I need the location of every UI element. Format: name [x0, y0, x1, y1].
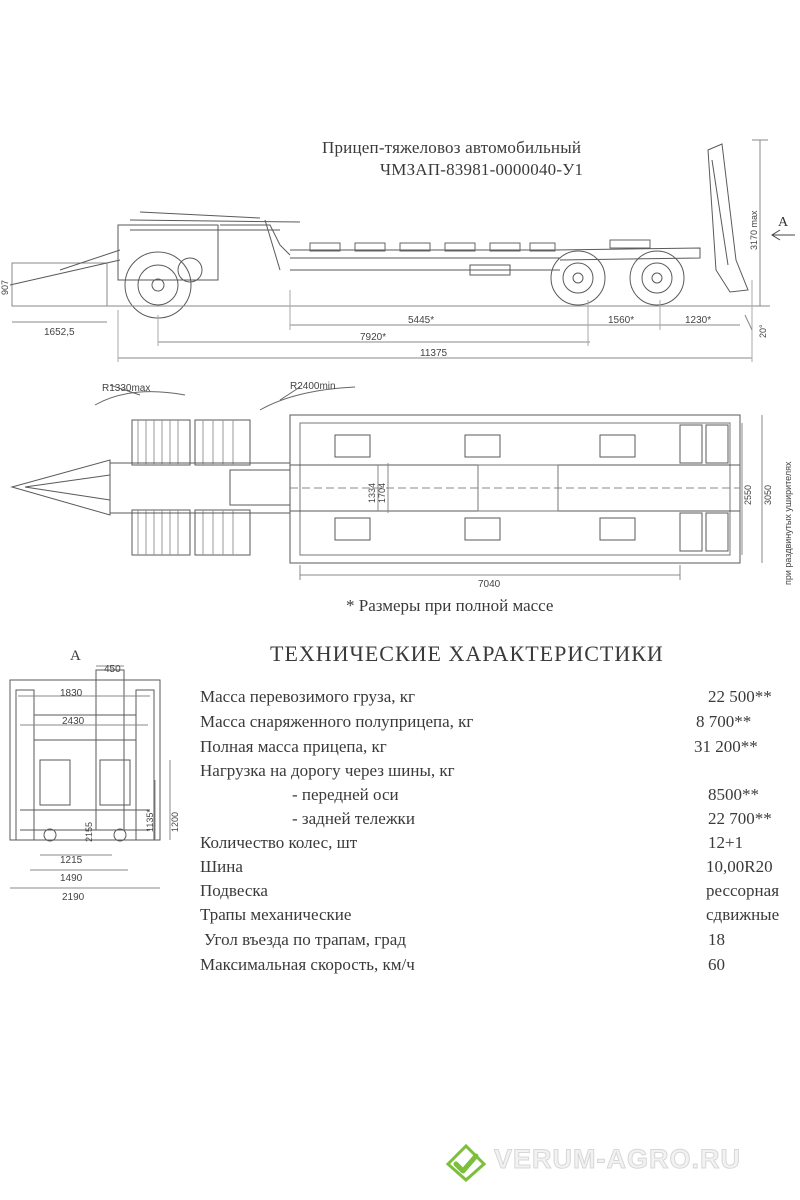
- spec-row: Количество колес, шт 12+1: [200, 833, 790, 857]
- spec-label: Шина: [200, 857, 243, 876]
- dim-note-vertical: при раздвинутых уширителях: [783, 461, 793, 585]
- dim-3050: 3050: [763, 485, 773, 505]
- side-view-drawing: 1652,5 5445* 1560* 1230* 7920* 11375 317…: [0, 130, 800, 375]
- spec-value: 60: [708, 955, 725, 974]
- rear-dim-2155: 2155: [84, 822, 94, 842]
- footnote-dimensions: * Размеры при полной массе: [346, 596, 554, 615]
- spec-row: Масса снаряженного полуприцепа, кг 8 700…: [200, 712, 790, 736]
- dim-r1330: R1330max: [102, 383, 150, 394]
- dim-1704: 1704: [377, 483, 387, 503]
- spec-row: Максимальная скорость, км/ч 60: [200, 955, 790, 979]
- rear-view-mark: А: [70, 648, 81, 664]
- rear-dim-1830: 1830: [60, 688, 83, 699]
- spec-value: 22 700**: [708, 809, 772, 828]
- spec-label: Масса снаряженного полуприцепа, кг: [200, 712, 474, 731]
- spec-value: 18: [708, 930, 725, 949]
- spec-label: Угол въезда по трапам, град: [204, 930, 406, 949]
- dim-7920: 7920*: [360, 332, 386, 343]
- rear-dim-450: 450: [104, 664, 121, 675]
- view-mark-a: А: [778, 215, 789, 230]
- spec-label: Подвеска: [200, 881, 268, 900]
- spec-value: 8 700**: [696, 712, 752, 731]
- top-view-drawing: R1330max R2400min 1334 1704 2550 3050 пр…: [0, 381, 793, 590]
- spec-value: 8500**: [708, 785, 759, 804]
- dim-1230: 1230*: [685, 315, 711, 326]
- watermark-text: VERUM-AGRO.RU: [494, 1144, 741, 1175]
- drawing-title-line1: Прицеп-тяжеловоз автомобильный: [322, 138, 582, 157]
- dim-907: 907: [0, 280, 10, 295]
- spec-row: - передней оси 8500**: [200, 785, 790, 809]
- spec-row: Подвеска рессорная: [200, 881, 790, 905]
- dim-1652: 1652,5: [44, 327, 75, 338]
- spec-label: Трапы механические: [200, 905, 352, 924]
- dim-7040: 7040: [478, 579, 501, 590]
- spec-value: 31 200**: [694, 737, 758, 756]
- rear-dim-2430: 2430: [62, 716, 85, 727]
- drawing-title-line2: ЧМЗАП-83981-0000040-У1: [380, 160, 584, 179]
- spec-row: Трапы механические сдвижные: [200, 905, 790, 929]
- diamond-check-logo-icon: [444, 1142, 488, 1182]
- spec-label: Полная масса прицепа, кг: [200, 737, 387, 756]
- rear-dim-1215: 1215: [60, 855, 83, 866]
- spec-row: Масса перевозимого груза, кг 22 500**: [200, 687, 790, 711]
- dim-2550: 2550: [743, 485, 753, 505]
- spec-value: 22 500**: [708, 687, 772, 706]
- spec-row: Нагрузка на дорогу через шины, кг: [200, 761, 790, 785]
- spec-value: 12+1: [708, 833, 744, 852]
- rear-view-drawing: 450 1830 2430 1135* 1200 2155 1215 1490 …: [0, 664, 180, 903]
- specs-heading: ТЕХНИЧЕСКИЕ ХАРАКТЕРИСТИКИ: [270, 641, 664, 666]
- spec-row: Шина 10,00R20: [200, 857, 790, 881]
- spec-value: рессорная: [706, 881, 780, 900]
- spec-label: - передней оси: [292, 785, 399, 804]
- dim-3170: 3170 max: [749, 210, 759, 250]
- dim-1560: 1560*: [608, 315, 634, 326]
- spec-label: - задней тележки: [292, 809, 415, 828]
- rear-dim-2190: 2190: [62, 892, 85, 903]
- spec-value: сдвижные: [706, 905, 780, 924]
- spec-label: Масса перевозимого груза, кг: [200, 687, 415, 706]
- spec-label: Максимальная скорость, км/ч: [200, 955, 415, 974]
- dim-5445: 5445*: [408, 315, 434, 326]
- watermark: VERUM-AGRO.RU: [444, 1140, 794, 1184]
- spec-row: Полная масса прицепа, кг 31 200**: [200, 737, 790, 761]
- spec-row: Угол въезда по трапам, град 18: [200, 930, 790, 954]
- dim-r2400: R2400min: [290, 381, 336, 392]
- spec-label: Количество колес, шт: [200, 833, 358, 852]
- rear-dim-1200: 1200: [170, 812, 180, 832]
- spec-value: 10,00R20: [706, 857, 773, 876]
- spec-label: Нагрузка на дорогу через шины, кг: [200, 761, 455, 780]
- dim-11375: 11375: [420, 348, 448, 359]
- spec-row: - задней тележки 22 700**: [200, 809, 790, 833]
- dim-angle-20: 20°: [758, 324, 768, 338]
- rear-dim-1490: 1490: [60, 873, 83, 884]
- dim-1334: 1334: [367, 483, 377, 503]
- rear-dim-1135: 1135*: [145, 809, 155, 832]
